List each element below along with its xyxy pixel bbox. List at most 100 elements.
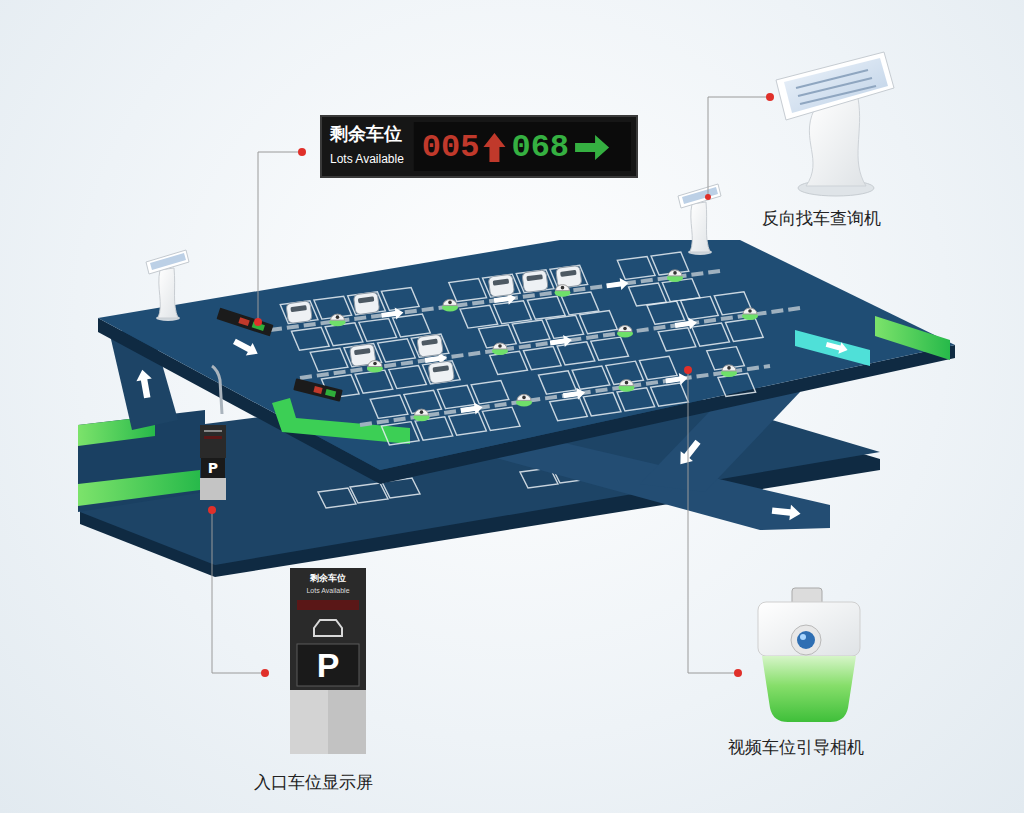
entry-sign-small <box>200 425 226 458</box>
camera-illustration <box>758 602 860 656</box>
car-window <box>358 296 375 303</box>
parking-space <box>355 370 393 393</box>
floor-arrow <box>606 277 629 292</box>
entry-display: 剩余车位Lots AvailableP <box>290 568 366 754</box>
sign-title: 剩余车位 <box>330 125 402 143</box>
led-sign-small <box>217 308 274 337</box>
kiosk-illustration <box>800 86 876 104</box>
parking-space <box>378 339 416 362</box>
led-sign: 剩余车位Lots Available005068 <box>320 115 638 178</box>
parking-space <box>344 344 382 367</box>
parking-space <box>725 318 763 341</box>
lamp-post <box>212 366 222 414</box>
car-window <box>290 305 307 312</box>
kiosk-small <box>682 187 718 204</box>
parking-space <box>550 397 588 420</box>
leader-dot <box>766 93 774 101</box>
camera-lens <box>522 396 526 400</box>
guide-lane <box>270 271 720 330</box>
car-body <box>417 334 444 357</box>
entry-sign-small <box>204 436 222 439</box>
camera-dome <box>556 285 570 291</box>
parking-space <box>494 301 532 324</box>
parking-space <box>550 265 588 288</box>
floor-arrow <box>135 368 155 399</box>
camera-dome <box>668 270 682 276</box>
kiosk-small <box>146 250 189 321</box>
parking-space <box>381 422 419 445</box>
car-body <box>286 301 312 324</box>
camera-lens <box>727 366 731 370</box>
car <box>522 270 548 293</box>
parking-space <box>460 305 498 328</box>
exit-lane-cyan <box>795 330 870 366</box>
display-title: 剩余车位 <box>290 574 366 583</box>
parking-space <box>591 337 629 360</box>
leader-line <box>708 97 770 195</box>
parking-space <box>411 334 449 357</box>
parking-space <box>629 283 667 306</box>
parking-space <box>318 488 356 508</box>
display-body <box>290 568 366 690</box>
count-digits: 005 <box>422 132 480 164</box>
floor-arrow <box>665 372 688 387</box>
kiosk-small <box>690 202 710 252</box>
camera-dome <box>618 326 632 332</box>
camera-icon <box>555 285 571 297</box>
parking-space <box>681 296 719 319</box>
led-sign-small <box>293 378 342 401</box>
lower-floor <box>78 372 880 577</box>
parking-space <box>449 412 487 435</box>
camera-lens <box>748 309 752 313</box>
parking-space <box>538 371 576 394</box>
car-icon <box>314 620 342 636</box>
camera-illustration <box>758 588 860 722</box>
camera-lens <box>336 315 340 319</box>
kiosk-small <box>150 253 186 270</box>
parking-space <box>314 296 352 319</box>
floor-arrow <box>771 503 801 522</box>
leader-dot <box>261 669 269 677</box>
camera-lens <box>561 286 565 290</box>
kiosk-illustration <box>784 58 888 113</box>
parking-space <box>527 296 565 319</box>
parking-space <box>617 388 655 411</box>
parking-space <box>617 257 655 280</box>
camera-dome <box>493 343 507 349</box>
camera-dome <box>415 409 429 415</box>
camera-dome <box>368 361 382 367</box>
leader-line <box>688 370 738 673</box>
floor-arrow <box>381 307 404 322</box>
arrow-up <box>483 133 505 162</box>
parking-space <box>438 385 476 408</box>
camera-icon <box>617 326 633 338</box>
parking-space <box>651 252 689 275</box>
arrow-right <box>575 135 609 160</box>
parking-space <box>291 327 329 350</box>
camera-dome <box>517 394 531 400</box>
guide-lane <box>270 271 800 425</box>
camera-icon <box>414 409 430 421</box>
leader-dot <box>734 669 742 677</box>
led-sign-small <box>325 389 336 397</box>
floor-arrow <box>549 334 572 349</box>
camera-icon <box>442 299 458 311</box>
car-body <box>488 274 514 297</box>
camera-icon <box>330 314 346 326</box>
floor-arrow <box>562 387 585 402</box>
parking-space <box>389 365 427 388</box>
car-body <box>428 361 455 384</box>
camera-lens <box>623 327 627 331</box>
display-base <box>290 690 328 754</box>
parking-space <box>651 383 689 406</box>
parking-symbol: P <box>201 458 225 478</box>
parking-space <box>523 347 561 370</box>
parking-space <box>639 356 677 379</box>
parking-space <box>482 407 520 430</box>
parking-space <box>557 342 595 365</box>
count-bar <box>297 600 359 610</box>
parking-space <box>471 381 509 404</box>
entry-sign-small <box>200 478 226 500</box>
parking-space <box>658 328 696 351</box>
car <box>286 301 312 324</box>
